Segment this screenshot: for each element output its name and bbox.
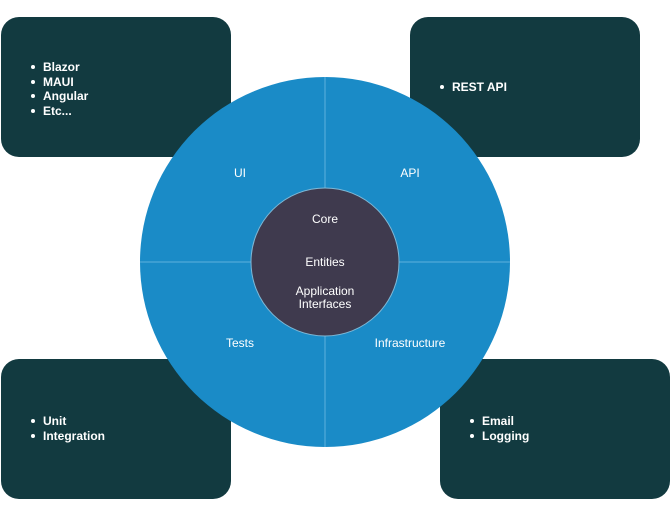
infrastructure-technologies-list: Email Logging	[468, 414, 529, 443]
quadrant-label-infrastructure: Infrastructure	[375, 336, 446, 350]
tests-technologies-list: Unit Integration	[29, 414, 105, 443]
ui-technologies-list: Blazor MAUI Angular Etc...	[29, 60, 88, 118]
list-item: Etc...	[29, 104, 88, 119]
infrastructure-technologies-box: Email Logging	[440, 359, 670, 499]
api-technologies-list: REST API	[438, 80, 507, 95]
list-item: Blazor	[29, 60, 88, 75]
list-item: MAUI	[29, 75, 88, 90]
core-title: Core	[312, 212, 338, 226]
core-application-label: Application	[296, 284, 355, 298]
list-item: Angular	[29, 89, 88, 104]
list-item: Integration	[29, 429, 105, 444]
quadrant-label-tests: Tests	[226, 336, 254, 350]
list-item: Logging	[468, 429, 529, 444]
core-circle	[250, 187, 400, 337]
quadrant-label-api: API	[400, 166, 419, 180]
quadrant-label-ui: UI	[234, 166, 246, 180]
core-entities-label: Entities	[305, 255, 344, 269]
ui-technologies-box: Blazor MAUI Angular Etc...	[1, 17, 231, 157]
core-interfaces-label: Interfaces	[299, 297, 352, 311]
list-item: REST API	[438, 80, 507, 95]
list-item: Email	[468, 414, 529, 429]
list-item: Unit	[29, 414, 105, 429]
